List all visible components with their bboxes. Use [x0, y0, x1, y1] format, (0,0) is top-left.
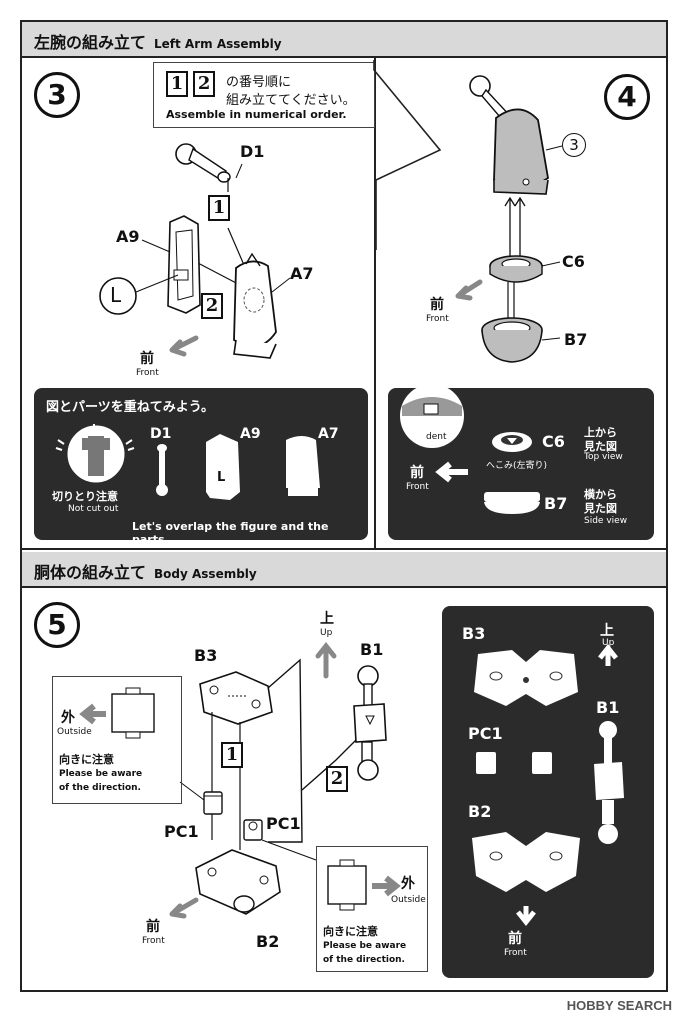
- panel-up-jp: 上: [600, 623, 614, 639]
- section-header-left-arm: 左腕の組み立て Left Arm Assembly: [22, 22, 666, 58]
- order-note-jp-1: の番号順に: [226, 75, 292, 90]
- panel-label-l: L: [217, 470, 226, 485]
- watermark: HOBBY SEARCH: [566, 998, 672, 1013]
- front-jp-step5: 前: [146, 919, 160, 935]
- step-number-3: 3: [34, 72, 80, 118]
- order-note-jp-2: 組み立ててください。: [226, 93, 356, 108]
- part-label-c6: C6: [562, 252, 585, 271]
- panel-front-en-step5: Front: [504, 948, 527, 958]
- panel-up-en: Up: [602, 638, 615, 648]
- caution-en-right-2: of the direction.: [323, 955, 405, 965]
- overlay-tip-title: 図とパーツを重ねてみよう。: [46, 400, 214, 415]
- panel-label-b3: B3: [462, 624, 486, 643]
- top-view-jp-1: 上から: [584, 426, 617, 439]
- step3-box-2: 2: [201, 293, 223, 319]
- step3-box-1: 1: [208, 195, 230, 221]
- outside-jp-left: 外: [61, 710, 75, 726]
- front-jp-step3: 前: [140, 351, 154, 367]
- step-number-4: 4: [604, 74, 650, 120]
- body-parts-panel: B3 PC1 B2 B1 上 Up 前 Front: [442, 606, 654, 978]
- side-view-jp-2: 見た図: [584, 502, 617, 515]
- section2-title-en: Body Assembly: [154, 567, 257, 581]
- order-box-2: 2: [193, 71, 216, 97]
- caution-en-left-2: of the direction.: [59, 783, 141, 793]
- overlay-tip-art: [55, 424, 320, 500]
- caution-en-right-1: Please be aware: [323, 941, 407, 951]
- order-box-1: 1: [166, 71, 188, 97]
- up-en-step5: Up: [320, 628, 333, 638]
- overlay-tip-panel: 図とパーツを重ねてみよう。 切りとり注意 Not cut out D1 A9 A…: [34, 388, 368, 546]
- body-parts-art: [472, 643, 624, 927]
- direction-note-left: 外 Outside 向きに注意 Please be aware of the d…: [52, 676, 182, 804]
- top-view-jp-2: 見た図: [584, 440, 617, 453]
- caution-jp-left: 向きに注意: [59, 753, 114, 766]
- step-number-5: 5: [34, 602, 80, 648]
- section2-title-jp: 胴体の組み立て: [34, 563, 147, 582]
- front-jp-step4: 前: [430, 297, 444, 313]
- panel-label-a9: A9: [240, 426, 261, 442]
- step5-box-1: 1: [221, 742, 243, 768]
- section-title-jp: 左腕の組み立て: [34, 33, 147, 52]
- outside-jp-right: 外: [401, 876, 415, 892]
- outside-en-right: Outside: [391, 895, 426, 905]
- up-jp-step5: 上: [320, 611, 334, 627]
- panel-label-d1: D1: [150, 426, 172, 442]
- step5-box-2: 2: [326, 766, 348, 792]
- top-view-en: Top view: [584, 452, 623, 462]
- part-label-pc1-left: PC1: [164, 822, 199, 841]
- dent-label: dent: [422, 432, 451, 442]
- panel-front-jp-step5: 前: [508, 931, 522, 947]
- part-label-b3: B3: [194, 646, 218, 665]
- section-header-body: 胴体の組み立て Body Assembly: [22, 552, 666, 588]
- step-divider: [374, 58, 376, 548]
- part-label-d1: D1: [240, 142, 265, 161]
- panel-label-b2: B2: [468, 802, 492, 821]
- order-note-en: Assemble in numerical order.: [166, 108, 347, 121]
- part-label-pc1-right: PC1: [266, 814, 301, 833]
- order-note: 1 2 の番号順に 組み立ててください。 Assemble in numeric…: [153, 62, 375, 128]
- panel-label-c6: C6: [542, 432, 565, 451]
- panel-front-en: Front: [406, 482, 429, 492]
- caution-jp-right: 向きに注意: [323, 925, 378, 938]
- part-label-b7: B7: [564, 330, 588, 349]
- front-en-step3: Front: [136, 368, 159, 378]
- panel-label-a7: A7: [318, 426, 339, 442]
- front-en-step5: Front: [142, 936, 165, 946]
- panel-label-pc1: PC1: [468, 724, 503, 743]
- panel-label-b1: B1: [596, 698, 620, 717]
- direction-note-right: 外 Outside 向きに注意 Please be aware of the d…: [316, 846, 428, 972]
- outside-en-left: Outside: [57, 727, 92, 737]
- part-label-b2: B2: [256, 932, 280, 951]
- caution-en-left-1: Please be aware: [59, 769, 143, 779]
- panel-label-b7: B7: [544, 494, 568, 513]
- section-title-en: Left Arm Assembly: [154, 37, 282, 51]
- c6-b7-view-panel: dent C6 へこみ(左寄り) 上から 見た図 Top view 前 Fron…: [388, 384, 654, 540]
- ref-step-3-circle: 3: [562, 133, 586, 157]
- panel-front-jp: 前: [410, 465, 424, 481]
- part-label-b1: B1: [360, 640, 384, 659]
- overlay-tip-footer: Let's overlap the figure and the parts.: [132, 520, 329, 546]
- page-frame: [20, 20, 668, 992]
- side-label-l: L: [110, 283, 122, 307]
- caution-en: Not cut out: [68, 504, 119, 514]
- caution-jp: 切りとり注意: [52, 490, 118, 503]
- part-label-a9: A9: [116, 227, 140, 246]
- front-en-step4: Front: [426, 314, 449, 324]
- section-divider: [22, 548, 666, 550]
- side-view-en: Side view: [584, 516, 628, 526]
- part-label-a7: A7: [290, 264, 314, 283]
- side-view-jp-1: 横から: [584, 488, 617, 501]
- hekomi-label: へこみ(左寄り): [486, 461, 548, 471]
